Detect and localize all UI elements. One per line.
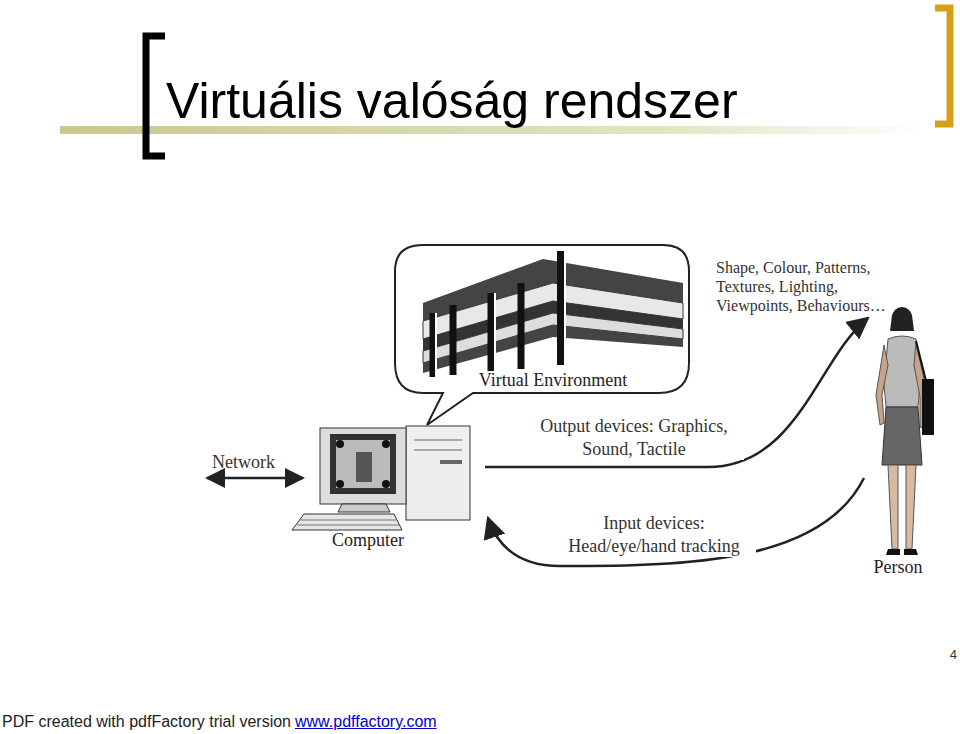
flow-arrow — [488, 478, 864, 566]
edge-label: Output devices: Graphics, Sound, Tactile — [525, 415, 744, 460]
bubble-node: Virtual Environment — [393, 243, 693, 433]
page-number: 4 — [950, 647, 957, 663]
person-node: Person — [868, 305, 948, 585]
node-label: Computer — [332, 530, 404, 551]
computer-node: Computer — [290, 420, 485, 555]
network-arrow — [207, 477, 303, 480]
right-bracket — [935, 8, 950, 124]
footer-text: PDF created with pdfFactory trial versio… — [2, 713, 291, 731]
network-label: Network — [212, 452, 275, 474]
bubble-illustration — [393, 243, 693, 433]
left-bracket — [146, 36, 165, 156]
footer-link: www.pdffactory.com — [295, 713, 437, 731]
edge-label: Input devices: Head/eye/hand tracking — [552, 512, 756, 557]
slide-title: Virtuális valóság rendszer — [166, 72, 738, 130]
node-label: Virtual Environment — [479, 370, 627, 391]
person-illustration — [868, 305, 948, 585]
property-list: Shape, Colour, Patterns, Textures, Light… — [716, 258, 896, 316]
node-label: Person — [874, 557, 923, 578]
